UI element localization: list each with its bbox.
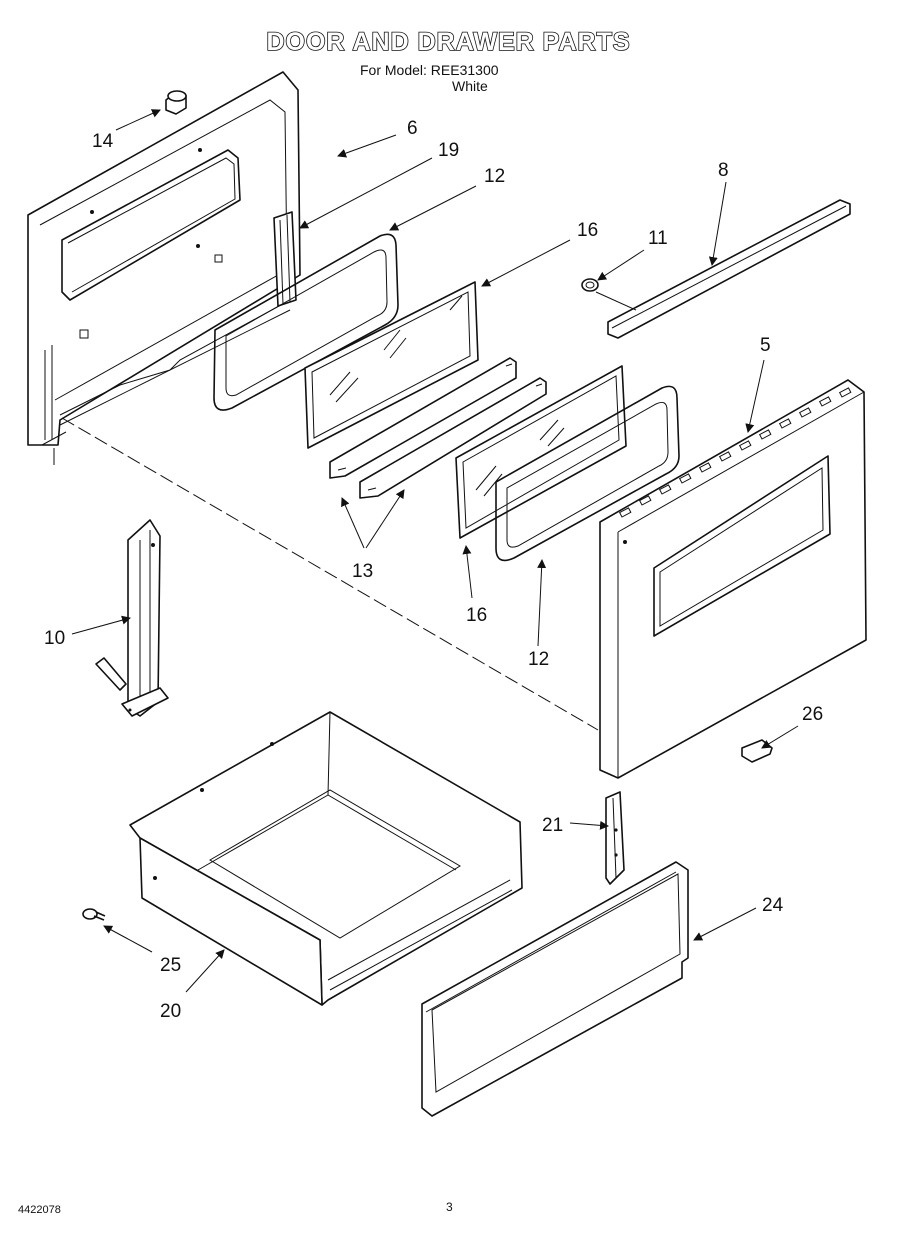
callout-16-front: 16: [466, 605, 487, 626]
page-number: 3: [446, 1200, 453, 1214]
drawer-front-panel: [421, 861, 689, 1117]
model-line: For Model: REE31300: [360, 62, 499, 78]
alignment-line: [61, 417, 599, 731]
document-number: 4422078: [18, 1204, 61, 1216]
door-stop-bumper: [165, 90, 187, 115]
callout-25: 25: [160, 955, 181, 976]
callout-24: 24: [762, 895, 784, 916]
callout-12-rear: 12: [484, 166, 505, 187]
door-clip: [741, 739, 773, 763]
callout-13: 13: [352, 561, 373, 582]
vent-slots: [618, 387, 852, 518]
callout-14: 14: [92, 131, 114, 152]
model-subtitle: For Model: REE31300 White: [360, 62, 499, 94]
door-glass-rear: [304, 281, 479, 449]
page-title: DOOR AND DRAWER PARTS: [266, 27, 631, 57]
callout-6: 6: [407, 118, 418, 139]
callout-20: 20: [160, 1001, 181, 1022]
door-gasket-rear: [213, 233, 399, 411]
callout-8: 8: [718, 160, 729, 181]
callout-19: 19: [438, 140, 459, 161]
leader-lines: [71, 109, 799, 993]
door-vent-trim: [607, 199, 851, 339]
drawer-slide: [605, 791, 625, 885]
callout-26: 26: [802, 704, 823, 725]
outer-door-panel: [599, 379, 867, 779]
door-hinge-channel: [273, 211, 297, 307]
callout-5: 5: [760, 335, 771, 356]
door-gasket-front: [495, 385, 680, 562]
callout-11: 11: [648, 228, 668, 249]
drawer-glide-bracket: [95, 519, 169, 717]
callout-21: 21: [542, 815, 563, 836]
glass-retainer-strips: [329, 357, 547, 499]
door-bumper: [581, 278, 637, 311]
callout-12-front: 12: [528, 649, 549, 670]
callout-16-rear: 16: [577, 220, 598, 241]
drawer-body: [129, 711, 523, 1006]
drawer-screw: [82, 908, 106, 921]
door-glass-front: [455, 365, 627, 539]
color-line: White: [452, 78, 488, 94]
inner-door-panel: [27, 71, 301, 465]
callout-10: 10: [44, 628, 65, 649]
callout-labels: 14 6 19 12 16 11 8 5 13 16 12 10 26 21 2…: [44, 118, 823, 1022]
